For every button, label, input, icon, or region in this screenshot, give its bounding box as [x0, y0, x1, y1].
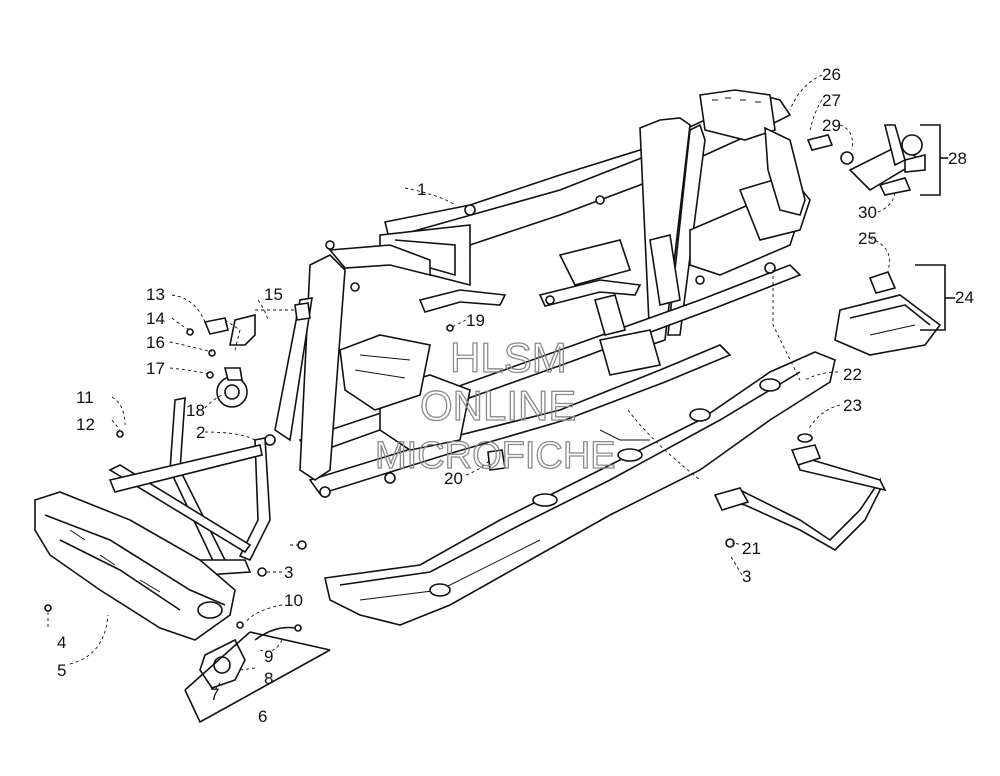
callout-23: 23 — [843, 396, 862, 415]
callout-21: 21 — [742, 539, 761, 558]
callout-5: 5 — [57, 661, 66, 680]
callout-13: 13 — [146, 285, 165, 304]
callout-2: 2 — [196, 423, 205, 442]
callout-9: 9 — [264, 647, 273, 666]
callout-labels: 1 2 3 3 4 5 6 7 8 9 10 11 12 13 14 15 16… — [57, 65, 974, 726]
watermark: HLSM ONLINE MICROFICHE — [374, 333, 616, 477]
winch-switch — [199, 621, 302, 689]
callout-3b: 3 — [742, 567, 751, 586]
callout-29: 29 — [822, 116, 841, 135]
callout-3a: 3 — [284, 563, 293, 582]
callout-22: 22 — [843, 365, 862, 384]
step-bar — [713, 433, 887, 551]
callout-26: 26 — [822, 65, 841, 84]
horn — [216, 367, 248, 408]
callout-27: 27 — [822, 91, 841, 110]
hitch-assembly — [806, 124, 926, 196]
callout-6: 6 — [258, 707, 267, 726]
callout-4: 4 — [57, 633, 66, 652]
skid-plate — [324, 351, 836, 626]
rear-guard — [834, 271, 942, 356]
callout-15: 15 — [264, 285, 283, 304]
callout-16: 16 — [146, 333, 165, 352]
callout-30: 30 — [858, 203, 877, 222]
watermark-line-1: HLSM — [450, 334, 567, 381]
callout-19: 19 — [466, 311, 485, 330]
callout-25: 25 — [858, 229, 877, 248]
callout-20: 20 — [444, 469, 463, 488]
callout-17: 17 — [146, 359, 165, 378]
horn-bracket — [44, 302, 735, 612]
main-frame — [264, 89, 811, 498]
leader-lines — [47, 74, 955, 724]
callout-12: 12 — [76, 415, 95, 434]
callout-1: 1 — [417, 180, 426, 199]
callout-10: 10 — [284, 591, 303, 610]
front-guard — [34, 397, 271, 641]
callout-7: 7 — [210, 685, 219, 704]
callout-18: 18 — [186, 401, 205, 420]
callout-24: 24 — [955, 288, 974, 307]
callout-14: 14 — [146, 309, 165, 328]
watermark-line-2: ONLINE — [420, 382, 576, 429]
watermark-line-3: MICROFICHE — [375, 435, 616, 477]
callout-8: 8 — [264, 669, 273, 688]
callout-28: 28 — [948, 149, 967, 168]
callout-11: 11 — [76, 388, 94, 407]
